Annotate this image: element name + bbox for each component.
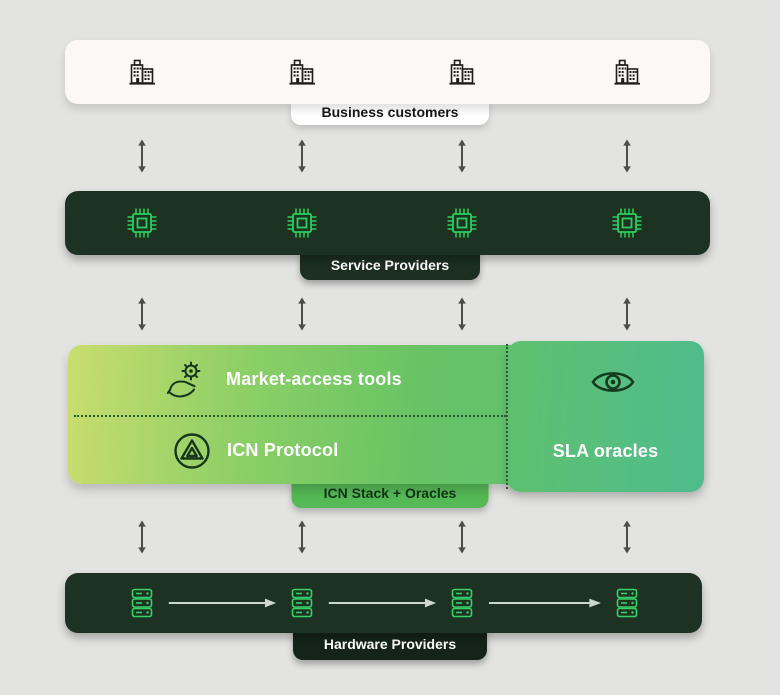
service-providers-label: Service Providers	[330, 257, 450, 273]
icn-protocol-label: ICN Protocol	[227, 440, 339, 460]
dotted-horizontal-divider	[74, 415, 506, 417]
horizontal-arrow-icon	[326, 597, 438, 609]
sla-oracles-card	[507, 341, 704, 492]
vertical-arrow-icon	[136, 297, 148, 331]
icn-protocol-logo-icon	[170, 429, 214, 473]
building-icon	[611, 56, 643, 88]
vertical-arrow-icon	[621, 520, 633, 554]
market-access-tools-label: Market-access tools	[226, 369, 402, 389]
service-providers-bar	[65, 191, 710, 255]
icn-stack-oracles-label: ICN Stack + Oracles	[323, 484, 457, 501]
vertical-arrow-icon	[456, 520, 468, 554]
hand-gear-icon	[161, 358, 207, 404]
server-icon	[444, 585, 480, 621]
sla-oracles-label: SLA oracles	[552, 441, 659, 461]
horizontal-arrow-icon	[166, 597, 278, 609]
server-icon	[609, 585, 645, 621]
vertical-arrow-icon	[621, 297, 633, 331]
chip-icon	[124, 205, 160, 241]
service-providers-tab: Service Providers	[300, 250, 480, 280]
chip-icon	[444, 205, 480, 241]
vertical-arrow-icon	[456, 297, 468, 331]
horizontal-arrow-icon	[486, 597, 603, 609]
vertical-arrow-icon	[456, 139, 468, 173]
chip-icon	[609, 205, 645, 241]
vertical-arrow-icon	[621, 139, 633, 173]
vertical-arrow-icon	[296, 139, 308, 173]
vertical-arrow-icon	[296, 520, 308, 554]
dotted-vertical-divider	[506, 344, 508, 489]
business-customers-label: Business customers	[321, 103, 459, 120]
business-customers-bar	[65, 40, 710, 104]
hardware-providers-label: Hardware Providers	[323, 635, 457, 652]
server-icon	[124, 585, 160, 621]
building-icon	[286, 56, 318, 88]
server-icon	[284, 585, 320, 621]
vertical-arrow-icon	[136, 520, 148, 554]
vertical-arrow-icon	[136, 139, 148, 173]
vertical-arrow-icon	[296, 297, 308, 331]
building-icon	[446, 56, 478, 88]
chip-icon	[284, 205, 320, 241]
building-icon	[126, 56, 158, 88]
eye-icon	[590, 366, 636, 398]
